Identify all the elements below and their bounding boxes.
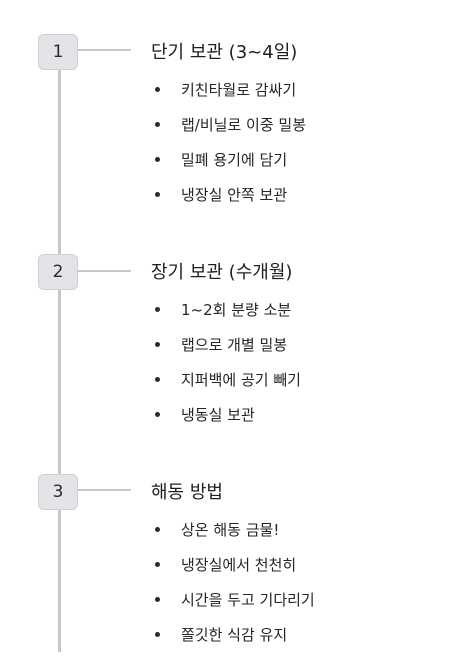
list-item-text: 쫄깃한 식감 유지 — [181, 626, 288, 644]
bullet-icon — [155, 342, 160, 347]
list-item: 냉장실 안쪽 보관 — [151, 185, 306, 220]
bullet-icon — [155, 87, 160, 92]
bullet-icon — [155, 307, 160, 312]
list-item-text: 지퍼백에 공기 빼기 — [181, 371, 301, 389]
list-item-text: 시간을 두고 기다리기 — [181, 591, 315, 609]
step-title: 단기 보관 (3~4일) — [151, 42, 298, 63]
list-item: 상온 해동 금물! — [151, 520, 315, 555]
timeline-line — [58, 40, 61, 652]
bullet-icon — [155, 412, 160, 417]
list-item: 쫄깃한 식감 유지 — [151, 625, 315, 660]
bullet-icon — [155, 632, 160, 637]
step-items-list: 상온 해동 금물! 냉장실에서 천천히 시간을 두고 기다리기 쫄깃한 식감 유… — [151, 520, 315, 660]
list-item-text: 상온 해동 금물! — [181, 521, 280, 539]
step-connector — [78, 489, 131, 491]
list-item-text: 랩으로 개별 밀봉 — [181, 336, 288, 354]
step-number-badge: 1 — [38, 34, 78, 70]
list-item: 밀폐 용기에 담기 — [151, 150, 306, 185]
list-item: 냉장실에서 천천히 — [151, 555, 315, 590]
list-item: 랩/비닐로 이중 밀봉 — [151, 115, 306, 150]
step-items-list: 키친타월로 감싸기 랩/비닐로 이중 밀봉 밀폐 용기에 담기 냉장실 안쪽 보… — [151, 80, 306, 220]
bullet-icon — [155, 562, 160, 567]
list-item: 시간을 두고 기다리기 — [151, 590, 315, 625]
step-title: 장기 보관 (수개월) — [151, 262, 293, 283]
step-number-badge: 2 — [38, 254, 78, 290]
list-item-text: 랩/비닐로 이중 밀봉 — [181, 116, 306, 134]
list-item-text: 밀폐 용기에 담기 — [181, 151, 288, 169]
list-item-text: 키친타월로 감싸기 — [181, 81, 297, 99]
list-item: 랩으로 개별 밀봉 — [151, 335, 301, 370]
list-item-text: 1~2회 분량 소분 — [181, 301, 292, 319]
list-item-text: 냉장실 안쪽 보관 — [181, 186, 288, 204]
bullet-icon — [155, 377, 160, 382]
list-item: 냉동실 보관 — [151, 405, 301, 440]
list-item: 키친타월로 감싸기 — [151, 80, 306, 115]
bullet-icon — [155, 527, 160, 532]
step-items-list: 1~2회 분량 소분 랩으로 개별 밀봉 지퍼백에 공기 빼기 냉동실 보관 — [151, 300, 301, 440]
list-item: 지퍼백에 공기 빼기 — [151, 370, 301, 405]
bullet-icon — [155, 122, 160, 127]
bullet-icon — [155, 597, 160, 602]
step-connector — [78, 49, 131, 51]
step-connector — [78, 270, 131, 272]
step-number-badge: 3 — [38, 474, 78, 510]
bullet-icon — [155, 157, 160, 162]
step-title: 해동 방법 — [151, 482, 223, 503]
list-item-text: 냉동실 보관 — [181, 406, 255, 424]
list-item-text: 냉장실에서 천천히 — [181, 556, 297, 574]
bullet-icon — [155, 192, 160, 197]
list-item: 1~2회 분량 소분 — [151, 300, 301, 335]
